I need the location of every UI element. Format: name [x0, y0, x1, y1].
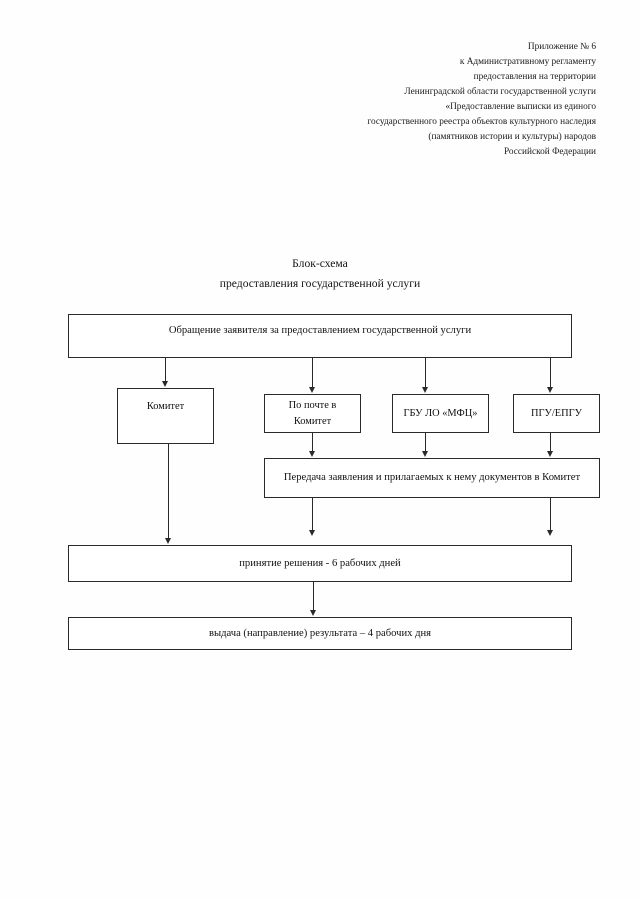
arrowhead-transfer-decision — [308, 530, 315, 536]
flowchart-node-transfer: Передача заявления и прилагаемых к нему … — [264, 458, 600, 498]
arrowhead-request-mail — [308, 387, 315, 393]
page-title: Блок-схема предоставления государственно… — [0, 254, 640, 294]
arrowhead-decision-result — [309, 610, 316, 616]
edge-mfc-transfer — [425, 433, 426, 452]
flowchart-node-result-label: выдача (направление) результата – 4 рабо… — [208, 627, 432, 639]
header-line-6: государственного реестра объектов культу… — [367, 117, 596, 128]
arrowhead-mail-transfer — [308, 451, 315, 457]
document-header-block: Приложение № 6 к Административному регла… — [296, 40, 596, 160]
arrowhead-request-mfc — [421, 387, 428, 393]
flowchart-node-committee: Комитет — [117, 388, 214, 444]
header-line-8: Российской Федерации — [503, 147, 596, 158]
header-line-4: Ленинградской области государственной ус… — [404, 87, 596, 98]
header-line-2: к Административному регламенту — [459, 57, 596, 68]
arrowhead-request-committee — [161, 381, 168, 387]
edge-committee-decision — [168, 444, 169, 539]
flowchart-node-transfer-label: Передача заявления и прилагаемых к нему … — [283, 472, 581, 484]
header-line-5: «Предоставление выписки из единого — [445, 102, 596, 113]
header-line-3: предоставления на территории — [473, 72, 596, 83]
edge-request-mail — [312, 358, 313, 388]
edge-transfer-decision — [312, 498, 313, 531]
flowchart-node-mfc: ГБУ ЛО «МФЦ» — [392, 394, 489, 433]
edge-request-pgu — [550, 358, 551, 388]
flowchart-node-pgu: ПГУ/ЕПГУ — [513, 394, 600, 433]
edge-transfer-decision-right — [550, 498, 551, 531]
flowchart-node-result: выдача (направление) результата – 4 рабо… — [68, 617, 572, 650]
flowchart-node-committee-label: Комитет — [146, 401, 185, 412]
arrowhead-request-pgu — [546, 387, 553, 393]
edge-mail-transfer — [312, 433, 313, 452]
title-line-2: предоставления государственной услуги — [219, 276, 421, 290]
flowchart-node-request: Обращение заявителя за предоставлением г… — [68, 314, 572, 358]
flowchart-node-pgu-label: ПГУ/ЕПГУ — [531, 407, 582, 419]
edge-request-committee — [165, 358, 166, 382]
header-line-7: (памятников истории и культуры) народов — [428, 132, 596, 143]
flowchart-node-mfc-label: ГБУ ЛО «МФЦ» — [403, 407, 478, 419]
edge-pgu-transfer — [550, 433, 551, 452]
flowchart-node-mail-label: По почте в Комитет — [288, 400, 337, 427]
arrowhead-mfc-transfer — [421, 451, 428, 457]
flowchart-node-decision-label: принятие решения - 6 рабочих дней — [239, 557, 401, 569]
edge-request-mfc — [425, 358, 426, 388]
flowchart-node-request-label: Обращение заявителя за предоставлением г… — [168, 325, 472, 336]
edge-decision-result — [313, 582, 314, 611]
arrowhead-pgu-transfer — [546, 451, 553, 457]
flowchart-node-mail: По почте в Комитет — [264, 394, 361, 433]
arrowhead-committee-decision — [164, 538, 171, 544]
arrowhead-transfer-decision-right — [546, 530, 553, 536]
flowchart-node-decision: принятие решения - 6 рабочих дней — [68, 545, 572, 582]
header-line-1: Приложение № 6 — [527, 42, 596, 52]
title-line-1: Блок-схема — [292, 257, 348, 270]
